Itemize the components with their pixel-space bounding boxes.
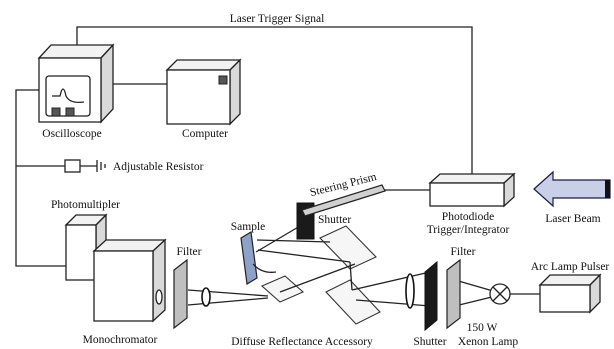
collection-optics bbox=[187, 287, 269, 307]
laser-arrow-icon bbox=[533, 170, 611, 208]
oscilloscope-knob-1 bbox=[51, 107, 61, 117]
ground-icon bbox=[96, 160, 106, 172]
monochromator-slit bbox=[155, 289, 163, 305]
adjustable-resistor-label: Adjustable Resistor bbox=[113, 161, 204, 173]
photodiode bbox=[428, 172, 516, 208]
filter-left bbox=[173, 258, 188, 330]
laser-trigger-signal-label: Laser Trigger Signal bbox=[230, 13, 325, 25]
sample-label: Sample bbox=[231, 221, 266, 233]
oscilloscope-knob-2 bbox=[65, 107, 75, 117]
shutter-bottom bbox=[424, 260, 438, 332]
mirror-3 bbox=[325, 279, 381, 325]
computer bbox=[165, 58, 242, 126]
shutter-bottom-label: Shutter bbox=[413, 336, 446, 348]
monochromator bbox=[92, 238, 167, 323]
filter-right-label: Filter bbox=[451, 246, 476, 258]
xenon-lamp-icon bbox=[489, 283, 540, 305]
xenon-lens bbox=[405, 273, 415, 309]
laser-source bbox=[605, 180, 610, 198]
trigger-signal-wire bbox=[76, 26, 473, 176]
collection-lens bbox=[201, 287, 211, 307]
oscilloscope-label: Oscilloscope bbox=[42, 128, 101, 140]
diffuse-reflectance-accessory bbox=[256, 225, 431, 325]
photomultiplier-label: Photomultipler bbox=[51, 199, 120, 211]
steering-prism bbox=[301, 184, 386, 217]
photodiode-label-line1: Photodiode bbox=[442, 211, 494, 223]
filter-right bbox=[446, 258, 461, 330]
mirror-1 bbox=[260, 275, 305, 303]
sample-holder bbox=[240, 231, 258, 285]
signal-wire bbox=[15, 89, 94, 267]
waveform-icon bbox=[52, 88, 85, 104]
oscilloscope bbox=[37, 43, 115, 124]
lamp-power-label: 150 W bbox=[467, 322, 498, 334]
mirror-2 bbox=[319, 225, 377, 270]
computer-label: Computer bbox=[182, 128, 228, 140]
laser-beam-label: Laser Beam bbox=[545, 213, 600, 225]
monochromator-label: Monochromator bbox=[83, 334, 158, 346]
diffuse-reflectance-label: Diffuse Reflectance Accessory bbox=[231, 336, 373, 348]
filter-left-label: Filter bbox=[177, 246, 202, 258]
computer-indicator bbox=[218, 75, 228, 85]
sample-reflection bbox=[252, 225, 301, 273]
photodiode-label-line2: Trigger/Integrator bbox=[427, 224, 510, 236]
shutter-top-label: Shutter bbox=[318, 214, 351, 226]
arc-lamp-pulser bbox=[538, 273, 602, 314]
arc-lamp-pulser-label: Arc Lamp Pulser bbox=[531, 261, 610, 273]
xenon-lamp-label: Xenon Lamp bbox=[458, 336, 519, 348]
resistor-icon bbox=[64, 159, 81, 173]
